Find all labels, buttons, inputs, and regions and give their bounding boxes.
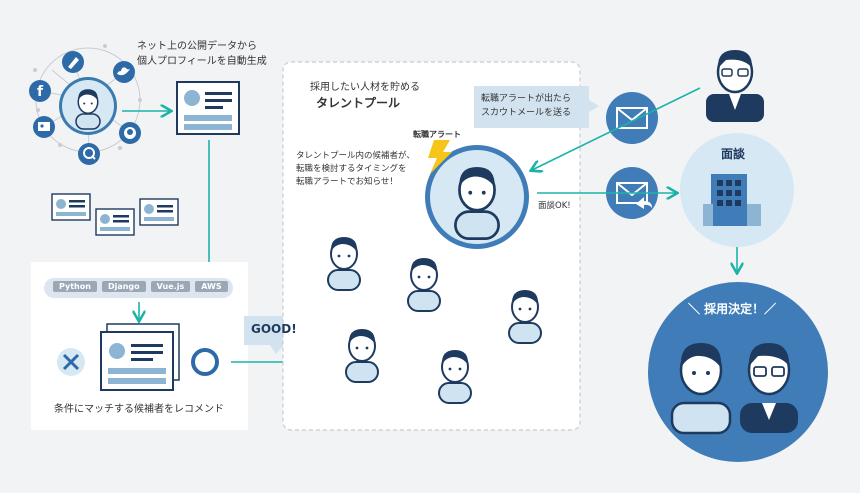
qiita-icon bbox=[78, 143, 100, 165]
source-caption-2: 個人プロフィールを自動生成 bbox=[137, 56, 267, 67]
skill-tag-row: Python Django Vue.js AWS bbox=[53, 281, 228, 292]
good-label: GOOD! bbox=[251, 322, 297, 336]
scout-bubble-2: スカウトメールを送る bbox=[481, 108, 572, 118]
pool-desc-2: 転職を検討するタイミングを bbox=[296, 164, 407, 174]
alerted-candidate bbox=[425, 145, 529, 249]
recruiter-icon bbox=[706, 50, 764, 122]
source-caption-1: ネット上の公開データから bbox=[137, 41, 257, 52]
pool-candidate-2 bbox=[407, 257, 441, 312]
pool-candidate-4 bbox=[345, 328, 379, 383]
pool-candidate-3 bbox=[508, 289, 542, 344]
hiring-manager-icon bbox=[740, 343, 798, 433]
skill-tag: Vue.js bbox=[150, 281, 191, 292]
pool-candidate-5 bbox=[438, 349, 472, 404]
reject-icon bbox=[57, 348, 85, 376]
interview-ok-label: 面談OK! bbox=[538, 201, 571, 211]
alert-label: 転職アラート bbox=[413, 130, 461, 139]
company-building-icon bbox=[680, 133, 794, 247]
skill-tag: AWS bbox=[195, 281, 228, 292]
hire-label: ＼ 採用決定！／ bbox=[688, 302, 777, 316]
arrow-scout-mail bbox=[532, 87, 701, 170]
source-avatar bbox=[59, 77, 117, 135]
skill-tag: Django bbox=[101, 281, 146, 292]
hire-circle bbox=[648, 282, 828, 462]
accept-icon bbox=[191, 348, 219, 376]
skill-tag: Python bbox=[53, 281, 97, 292]
pool-candidate-1 bbox=[327, 236, 361, 291]
pool-desc-3: 転職アラートでお知らせ！ bbox=[296, 177, 398, 187]
hired-candidate-icon bbox=[670, 343, 732, 435]
recommend-caption: 条件にマッチする候補者をレコメンド bbox=[54, 404, 224, 415]
pool-desc-1: タレントプール内の候補者が、 bbox=[296, 151, 415, 161]
id-card-icon bbox=[33, 116, 55, 138]
facebook-icon: f bbox=[29, 80, 51, 102]
twitter-icon bbox=[113, 61, 135, 83]
lightning-icon bbox=[428, 140, 452, 174]
company-label: 面談 bbox=[721, 147, 746, 161]
svg-text:f: f bbox=[37, 84, 44, 100]
profile-card-stack bbox=[51, 193, 179, 236]
pool-title-1: 採用したい人材を貯める bbox=[310, 82, 420, 93]
profile-card-recommended bbox=[100, 323, 180, 391]
mail-icon bbox=[606, 92, 658, 144]
scout-bubble-1: 転職アラートが出たら bbox=[481, 94, 572, 104]
scout-bubble bbox=[474, 86, 599, 128]
pencil-icon bbox=[62, 51, 84, 73]
github-icon bbox=[119, 122, 141, 144]
pool-title-2: タレントプール bbox=[316, 96, 401, 110]
profile-card-generated bbox=[176, 81, 240, 135]
